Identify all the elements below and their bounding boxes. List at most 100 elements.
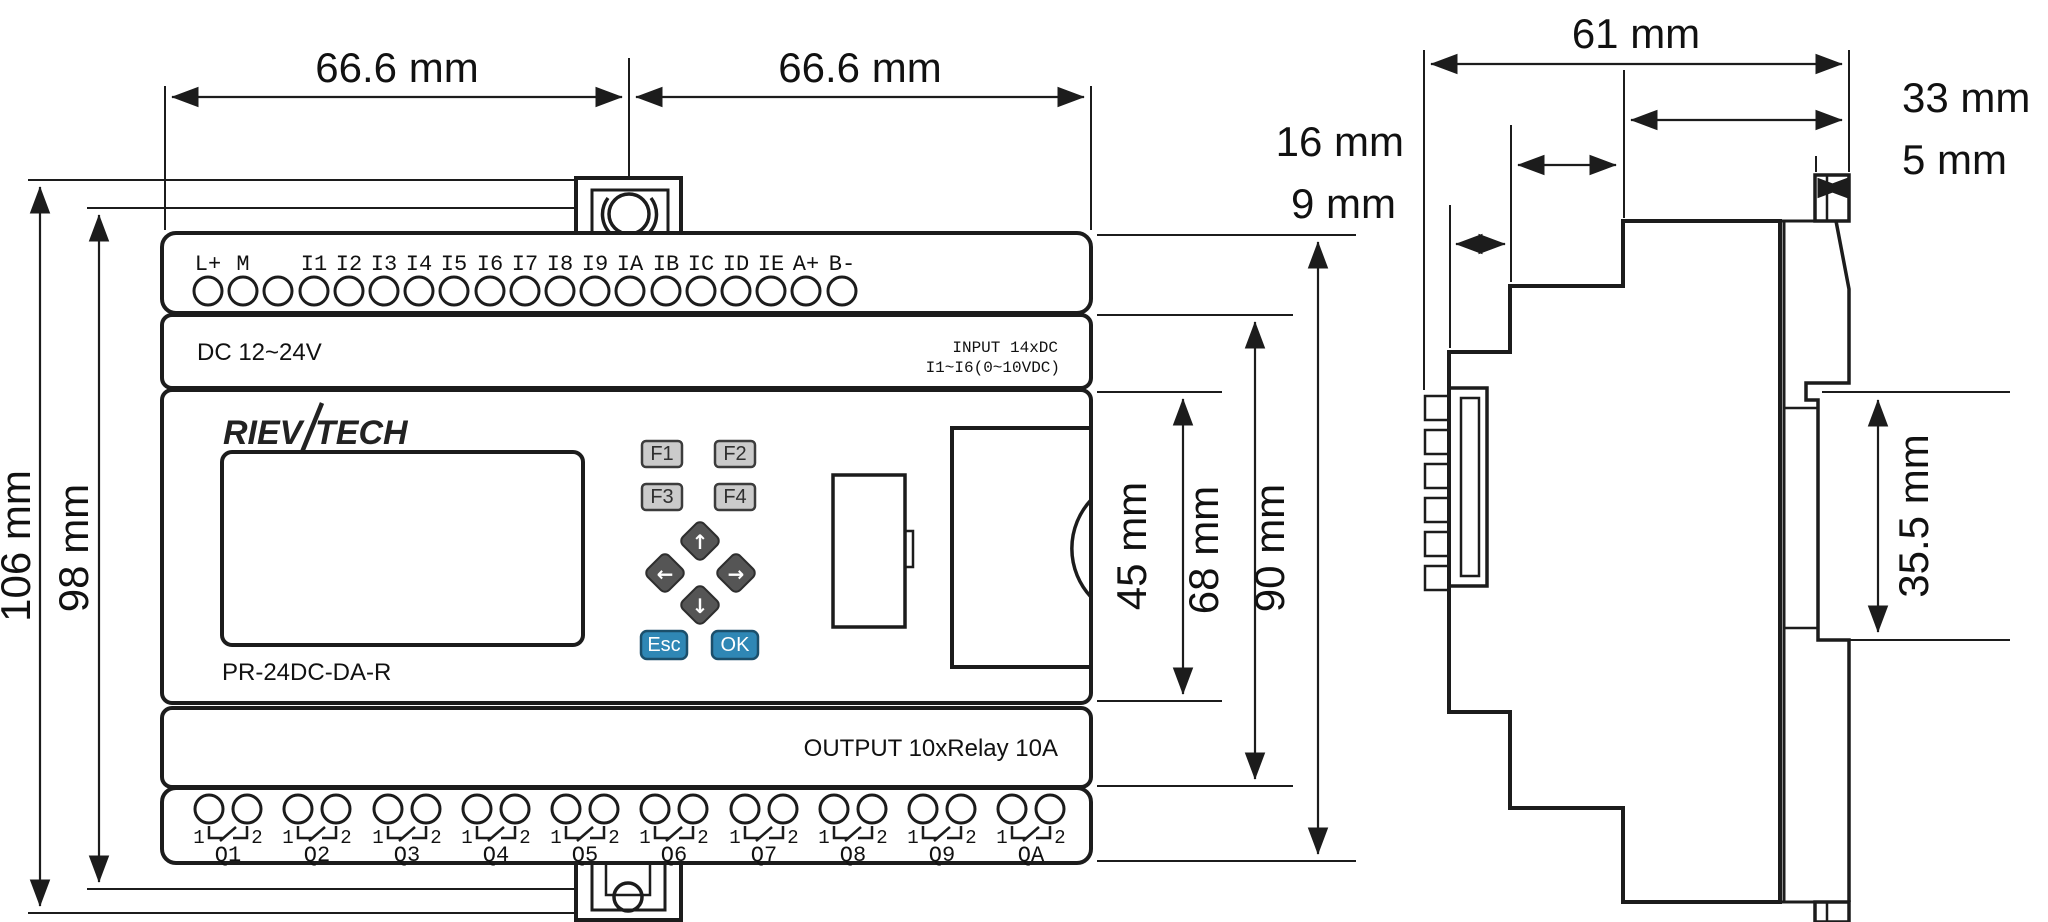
terminal-label: I8 [547,252,573,277]
esc-key-label: Esc [647,634,680,656]
q-group: 1 2 Q5 [550,793,620,868]
terminal-label: IC [688,252,714,277]
keypad: F1 F2 F3 F4 ↑ ← → ↓ Es [639,439,760,661]
q-label: Q3 [394,843,420,868]
terminal-label: IA [617,252,644,277]
terminal-label: A+ [793,252,819,277]
q-label: Q5 [572,843,598,868]
pin-1-label: 1 [461,827,472,849]
connector-teeth [1423,394,1451,592]
terminal-label: I9 [582,252,608,277]
dim-front: 9 mm [1291,180,1396,227]
pin-2-label: 2 [965,827,976,849]
f2-key-label: F2 [723,443,746,465]
terminal-label: IB [653,252,679,277]
q-label: Q9 [929,843,955,868]
q-group: 1 2 Q1 [193,793,263,868]
terminal-label: L+ [195,252,221,277]
output-rating-label: OUTPUT 10xRelay 10A [804,735,1058,762]
thumb-notch-arc [1070,498,1093,599]
pin-1-label: 1 [372,827,383,849]
pin-2-label: 2 [519,827,530,849]
top-terminal-labels: L+ M I1 I2 I3 I4 I5 I6 I7 I8 I9 IA IB IC… [195,252,855,277]
terminal-label: IE [758,252,784,277]
q-group: 1 2 Q2 [282,793,352,868]
ok-key [710,629,760,661]
dimension-annotations: 66.6 mm 66.6 mm 106 mm 98 mm 45 mm 68 mm… [0,10,2030,914]
pin-2-label: 2 [608,827,619,849]
brand-logo: RIEV TECH [223,402,409,463]
expansion-connector-tab [903,529,915,569]
f3-key-label: F3 [650,486,673,508]
pin-1-label: 1 [996,827,1007,849]
pin-2-label: 2 [876,827,887,849]
left-arrow-icon: ← [657,562,674,586]
pin-1-label: 1 [550,827,561,849]
input-spec-line1: INPUT 14xDC [952,339,1058,357]
din-rail-back-plate [1780,173,1851,922]
screw-hole-bottom [612,881,644,913]
terminal-label: I3 [371,252,397,277]
left-key: ← [645,553,685,593]
top-terminal-row [192,275,858,307]
f4-key-label: F4 [723,486,746,508]
up-arrow-icon: ↑ [692,530,709,554]
brand-logo-left: RIEV [223,414,306,452]
pin-2-label: 2 [1054,827,1065,849]
q-group: 1 2 Q6 [639,793,709,868]
dim-width-right: 66.6 mm [778,44,941,91]
pin-1-label: 1 [818,827,829,849]
pin-1-label: 1 [193,827,204,849]
input-spec-line2: I1~I6(0~10VDC) [926,359,1060,377]
model-name: PR-24DC-DA-R [222,659,391,686]
din-clip-profile [1804,220,1851,902]
terminal-label: B- [829,252,855,277]
down-arrow-icon: ↓ [692,594,709,618]
dim-rail-slot: 35.5 mm [1890,434,1937,597]
side-view [1423,173,1851,922]
pin-2-label: 2 [430,827,441,849]
terminal-label: I6 [477,252,503,277]
front-view: L+ M I1 I2 I3 I4 I5 I6 I7 I8 I9 IA IB IC… [160,176,1093,922]
pin-1-label: 1 [282,827,293,849]
q-label: Q8 [840,843,866,868]
q-group: 1 2 Q4 [461,793,531,868]
f4-key [713,482,757,512]
bottom-mounting-tab [574,863,683,922]
terminal-label: I5 [441,252,467,277]
dim-height-total: 106 mm [0,470,39,622]
dim-step: 16 mm [1276,118,1404,165]
q-label: Q7 [751,843,777,868]
din-clip-bottom [1813,900,1851,922]
terminal-label: I7 [512,252,538,277]
pin-2-label: 2 [251,827,262,849]
down-key: ↓ [680,585,720,625]
f1-key-label: F1 [650,443,673,465]
f3-key [640,482,684,512]
terminal-label: I4 [406,252,432,277]
bottom-terminal-row: 1 2 Q1 1 2 Q2 1 2 Q3 1 2 [193,793,1066,868]
q-label: QA [1018,843,1045,868]
q-group: 1 2 Q7 [729,793,799,868]
dim-height-inner: 98 mm [50,484,97,612]
f1-key [640,439,684,469]
q-label: Q1 [215,843,241,868]
q-group: 1 2 Q9 [907,793,977,868]
terminal-label: I1 [301,252,327,277]
dim-mid-height: 68 mm [1180,486,1227,614]
q-label: Q6 [661,843,687,868]
q-group: 1 2 Q8 [818,793,888,868]
lcd-screen [220,450,585,647]
pin-2-label: 2 [340,827,351,849]
right-arrow-icon: → [728,562,745,586]
brand-logo-right: TECH [315,414,409,452]
pin-2-label: 2 [787,827,798,849]
pin-2-label: 2 [697,827,708,849]
din-clip-top [1813,173,1851,223]
dim-face-height: 45 mm [1108,482,1155,610]
expansion-port-inner [1459,396,1481,578]
dim-depth-total: 61 mm [1572,10,1700,57]
ok-key-label: OK [721,634,751,656]
dim-width-left: 66.6 mm [315,44,478,91]
